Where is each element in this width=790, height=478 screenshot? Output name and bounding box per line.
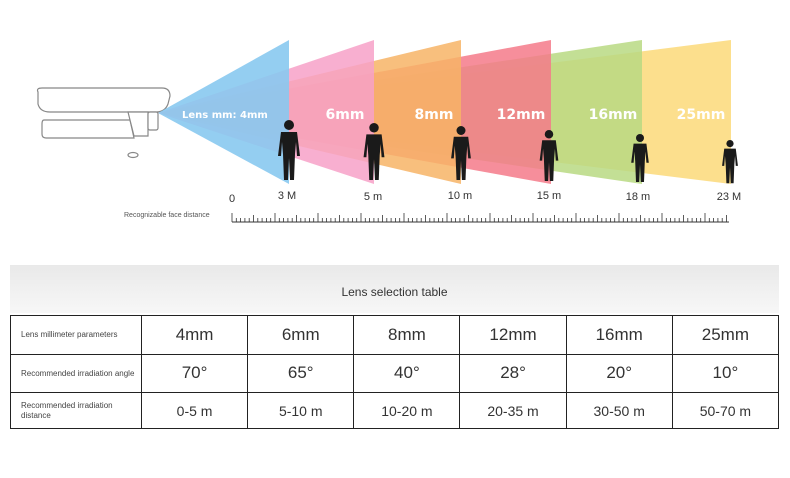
table-cell: 20-35 m	[459, 392, 567, 429]
lens-label-25mm: 25mm	[677, 107, 726, 123]
distance-label-10m: 10 m	[448, 190, 472, 202]
table-cell: 40°	[353, 353, 461, 394]
table-cell: 4mm	[140, 315, 249, 355]
table-title: Lens selection table	[341, 285, 448, 299]
beam-4mm	[158, 40, 289, 184]
row-label-lens-mm: Lens millimeter parameters	[10, 315, 142, 355]
lens-selection-section: Lens selection table Lens millimeter par…	[0, 265, 790, 478]
distance-label-18m: 18 m	[626, 191, 650, 203]
table-cell: 65°	[247, 353, 355, 394]
table-cell: 16mm	[565, 315, 673, 355]
camera-icon	[36, 87, 171, 159]
table-cell: 5-10 m	[247, 392, 355, 429]
table-cell: 25mm	[671, 315, 780, 355]
table-cell: 10-20 m	[353, 392, 461, 429]
distance-label-5m: 5 m	[364, 191, 382, 203]
table-row: Lens millimeter parameters 4mm 6mm 8mm 1…	[10, 315, 780, 355]
origin-label: 0	[229, 193, 235, 205]
table-cell: 8mm	[353, 315, 461, 355]
table-row: Recommended irradiation angle 70° 65° 40…	[10, 353, 780, 394]
distance-label-3m: 3 M	[278, 190, 296, 202]
table-header-band: Lens selection table	[10, 265, 779, 313]
table-cell: 20°	[565, 353, 673, 394]
lens-label-12mm: 12mm	[497, 107, 546, 123]
distance-ruler	[231, 213, 729, 223]
table-cell: 6mm	[247, 315, 355, 355]
lens-label-8mm: 8mm	[415, 107, 454, 123]
lens-label-4mm: Lens mm: 4mm	[182, 110, 268, 121]
distance-label-23m: 23 M	[717, 191, 741, 203]
lens-label-6mm: 6mm	[326, 107, 365, 123]
table-cell: 0-5 m	[140, 392, 249, 429]
lens-label-16mm: 16mm	[589, 107, 638, 123]
table-row: Recommended irradiation distance 0-5 m 5…	[10, 392, 780, 429]
table-cell: 70°	[140, 353, 249, 394]
scale-caption: Recognizable face distance	[124, 212, 210, 219]
row-label-angle: Recommended irradiation angle	[10, 353, 142, 394]
distance-label-15m: 15 m	[537, 190, 561, 202]
lens-selection-table: Lens millimeter parameters 4mm 6mm 8mm 1…	[10, 315, 780, 429]
table-cell: 50-70 m	[671, 392, 780, 429]
table-cell: 28°	[459, 353, 567, 394]
table-cell: 30-50 m	[565, 392, 673, 429]
row-label-distance: Recommended irradiation distance	[10, 392, 142, 429]
lens-distance-diagram: Lens mm: 4mm 6mm 8mm 12mm 16mm 25mm 0 3 …	[36, 40, 741, 223]
table-cell: 12mm	[459, 315, 567, 355]
table-cell: 10°	[671, 353, 780, 394]
